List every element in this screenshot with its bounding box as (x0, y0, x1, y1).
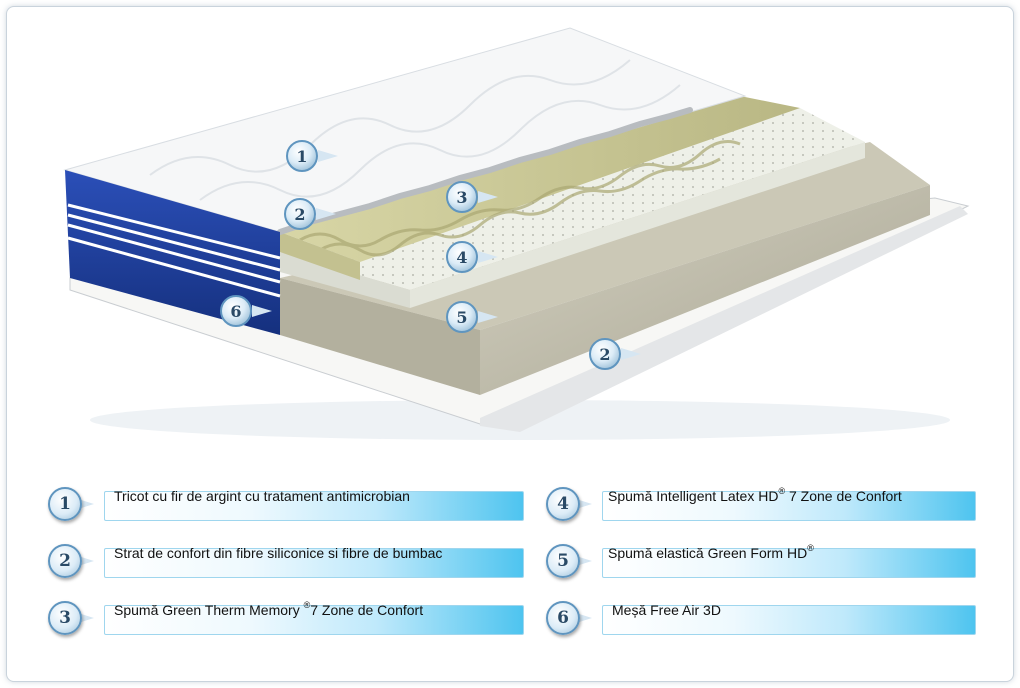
base-foam-front (480, 185, 930, 395)
memory-foam-side (280, 232, 360, 280)
diagram-badge-6-label: 6 (230, 302, 241, 321)
diagram-badge-1: 1 (286, 140, 338, 172)
legend-text-1: Tricot cu fir de argint cu tratament ant… (114, 488, 410, 504)
legend-pointer (576, 556, 592, 566)
legend-text-6: Meșă Free Air 3D (612, 602, 721, 618)
legend-badge-6: 6 (546, 601, 580, 635)
memory-foam-top (280, 96, 800, 262)
side-panel-stripes (67, 203, 281, 298)
comfort-fibre-edge (277, 107, 693, 235)
legend-badge-4: 4 (546, 487, 580, 521)
legend-bar (602, 491, 976, 521)
diagram-badge-2-bottom: 2 (589, 338, 641, 370)
bottom-fibre-pad-edge (480, 206, 968, 432)
diagram-badge-4: 4 (446, 241, 498, 273)
legend-bar (602, 548, 976, 578)
legend-text-2: Strat de confort din fibre siliconice si… (114, 545, 443, 561)
latex-layer-side (280, 252, 410, 308)
legend-text-5: Spumă elastică Green Form HD® (608, 543, 814, 561)
legend-pointer (78, 499, 94, 509)
legend-bar (104, 548, 524, 578)
legend-pointer (576, 613, 592, 623)
legend-text-4: Spumă Intelligent Latex HD® 7 Zone de Co… (608, 486, 902, 504)
diagram-badge-3-label: 3 (456, 188, 467, 207)
legend-badge-3: 3 (48, 601, 82, 635)
legend-badge-2: 2 (48, 544, 82, 578)
legend-item-6: 6 Meșă Free Air 3D (546, 597, 976, 637)
latex-layer-front (410, 142, 865, 308)
legend-item-3: 3 Spumă Green Therm Memory ®7 Zone de Co… (48, 597, 528, 637)
legend-bar (602, 605, 976, 635)
legend-badge-5: 5 (546, 544, 580, 578)
legend-badge-1: 1 (48, 487, 82, 521)
diagram-badge-4-label: 4 (456, 248, 467, 267)
legend-item-4: 4 Spumă Intelligent Latex HD® 7 Zone de … (546, 483, 976, 523)
legend-pointer (78, 556, 94, 566)
diagram-badge-5: 5 (446, 301, 498, 333)
legend-pointer (78, 613, 94, 623)
latex-layer-top (280, 108, 865, 290)
memory-foam-pattern (299, 140, 741, 257)
mattress-cutaway-illustration: 1 2 3 4 2 5 6 (63, 27, 970, 440)
diagram-badge-2-top: 2 (284, 198, 336, 230)
diagram-badge-2-top-label: 2 (294, 205, 305, 224)
legend-pointer (576, 499, 592, 509)
legend-bar (104, 491, 524, 521)
legend-item-5: 5 Spumă elastică Green Form HD® (546, 540, 976, 580)
diagram-badge-6: 6 (220, 295, 272, 327)
base-foam-side (280, 278, 480, 395)
legend-item-1: 1 Tricot cu fir de argint cu tratament a… (48, 483, 528, 523)
diagram-badge-2-bottom-label: 2 (599, 345, 610, 364)
legend-bar (104, 605, 524, 635)
diagram-badge-1-label: 1 (296, 147, 307, 166)
legend-text-3: Spumă Green Therm Memory ®7 Zone de Conf… (114, 600, 424, 618)
legend-item-2: 2 Strat de confort din fibre siliconice … (48, 540, 528, 580)
diagram-badge-3: 3 (446, 181, 498, 213)
diagram-badge-5-label: 5 (456, 308, 467, 327)
quilting-stitch-pattern (149, 59, 681, 201)
